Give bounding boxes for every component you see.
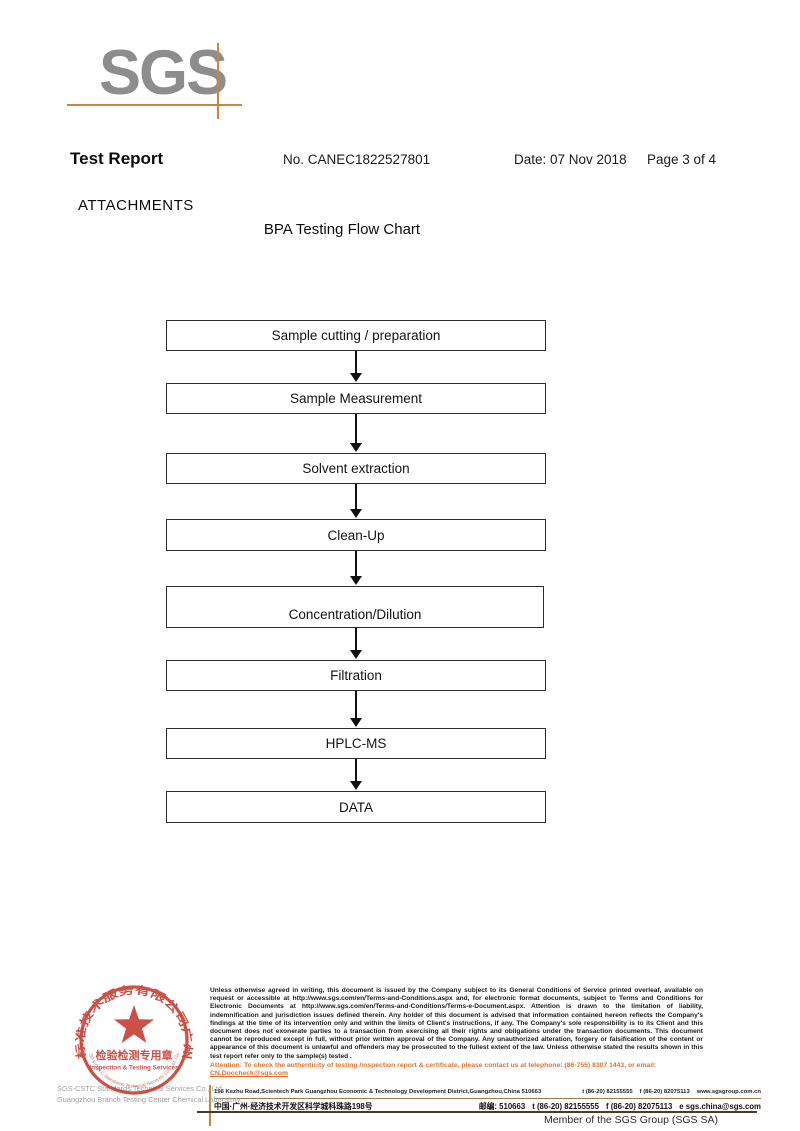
footer-vertical-divider xyxy=(209,1085,211,1126)
attachments-heading: ATTACHMENTS xyxy=(78,197,194,214)
legal-disclaimer: Unless otherwise agreed in writing, this… xyxy=(210,987,703,1060)
company-name-line1: SGS-CSTC Standards Technical Services Co… xyxy=(57,1084,225,1093)
flow-step-1: Sample cutting / preparation xyxy=(166,320,546,351)
report-date: Date: 07 Nov 2018 xyxy=(514,152,627,167)
flow-arrow-1 xyxy=(349,351,363,382)
flow-step-7: HPLC-MS xyxy=(166,728,546,759)
flow-step-8: DATA xyxy=(166,791,546,823)
flow-step-4: Clean-Up xyxy=(166,519,546,551)
flow-arrow-5 xyxy=(349,628,363,659)
fax-english: f (86-20) 82075113 xyxy=(639,1088,690,1095)
flow-arrow-3 xyxy=(349,484,363,518)
flow-step-6: Filtration xyxy=(166,660,546,691)
company-name-line2: Guangzhou Branch Testing Center Chemical… xyxy=(57,1094,243,1104)
flow-arrow-2 xyxy=(349,414,363,452)
attention-note: Attention: To check the authenticity of … xyxy=(210,1062,703,1079)
website-link[interactable]: www.sgsgroup.com.cn xyxy=(696,1088,761,1095)
stamp-center-cn-text: 检验检测专用章 xyxy=(96,1048,173,1062)
fax-chinese: f (86-20) 82075113 xyxy=(605,1101,673,1111)
flow-arrow-4 xyxy=(349,551,363,585)
report-title: Test Report xyxy=(70,149,164,168)
address-row-english: 198 Kezhu Road,Scientech Park Guangzhou … xyxy=(214,1085,761,1099)
report-number: No. CANEC1822527801 xyxy=(283,152,431,167)
postal-code-chinese: 邮编: 510663 xyxy=(478,1101,526,1111)
sgs-logo-text: SGS xyxy=(99,38,228,108)
doccheck-email-link[interactable]: CN.Doccheck@sgs.com xyxy=(210,1070,289,1078)
address-row-chinese: 中国·广州·经济技术开发区科学城科珠路198号 邮编: 510663 t (86… xyxy=(214,1099,761,1113)
footer-bottom-rule xyxy=(197,1111,757,1114)
logo-horizontal-line xyxy=(67,104,242,106)
sgs-logo: SGS xyxy=(0,0,280,140)
stamp-star-icon xyxy=(114,1005,154,1043)
flow-step-5: Concentration/Dilution xyxy=(166,586,544,628)
flow-step-2: Sample Measurement xyxy=(166,383,546,414)
flow-arrow-7 xyxy=(349,759,363,790)
footer-address-block: 198 Kezhu Road,Scientech Park Guangzhou … xyxy=(214,1085,761,1113)
company-name-lines: SGS-CSTC Standards Technical Services Co… xyxy=(57,1084,242,1105)
flow-arrow-6 xyxy=(349,691,363,727)
logo-vertical-line xyxy=(217,43,219,119)
stamp-center-en-text: Inspection & Testing Services xyxy=(89,1065,179,1072)
member-of-sgs-group: Member of the SGS Group (SGS SA) xyxy=(544,1114,718,1126)
inspection-stamp: 标准技术服务有限公司广州分公司 检验检测专用章 Inspection & Tes… xyxy=(54,969,207,1105)
flowchart-title: BPA Testing Flow Chart xyxy=(263,221,421,238)
phone-chinese: t (86-20) 82155555 xyxy=(532,1101,599,1111)
address-chinese: 中国·广州·经济技术开发区科学城科珠路198号 xyxy=(214,1101,373,1111)
phone-english: t (86-20) 82155555 xyxy=(582,1088,633,1095)
address-english: 198 Kezhu Road,Scientech Park Guangzhou … xyxy=(214,1088,542,1095)
page-indicator: Page 3 of 4 xyxy=(647,152,717,167)
email-link[interactable]: e sgs.china@sgs.com xyxy=(679,1101,761,1111)
attention-text: Attention: To check the authenticity of … xyxy=(210,1062,657,1069)
flow-step-3: Solvent extraction xyxy=(166,453,546,484)
